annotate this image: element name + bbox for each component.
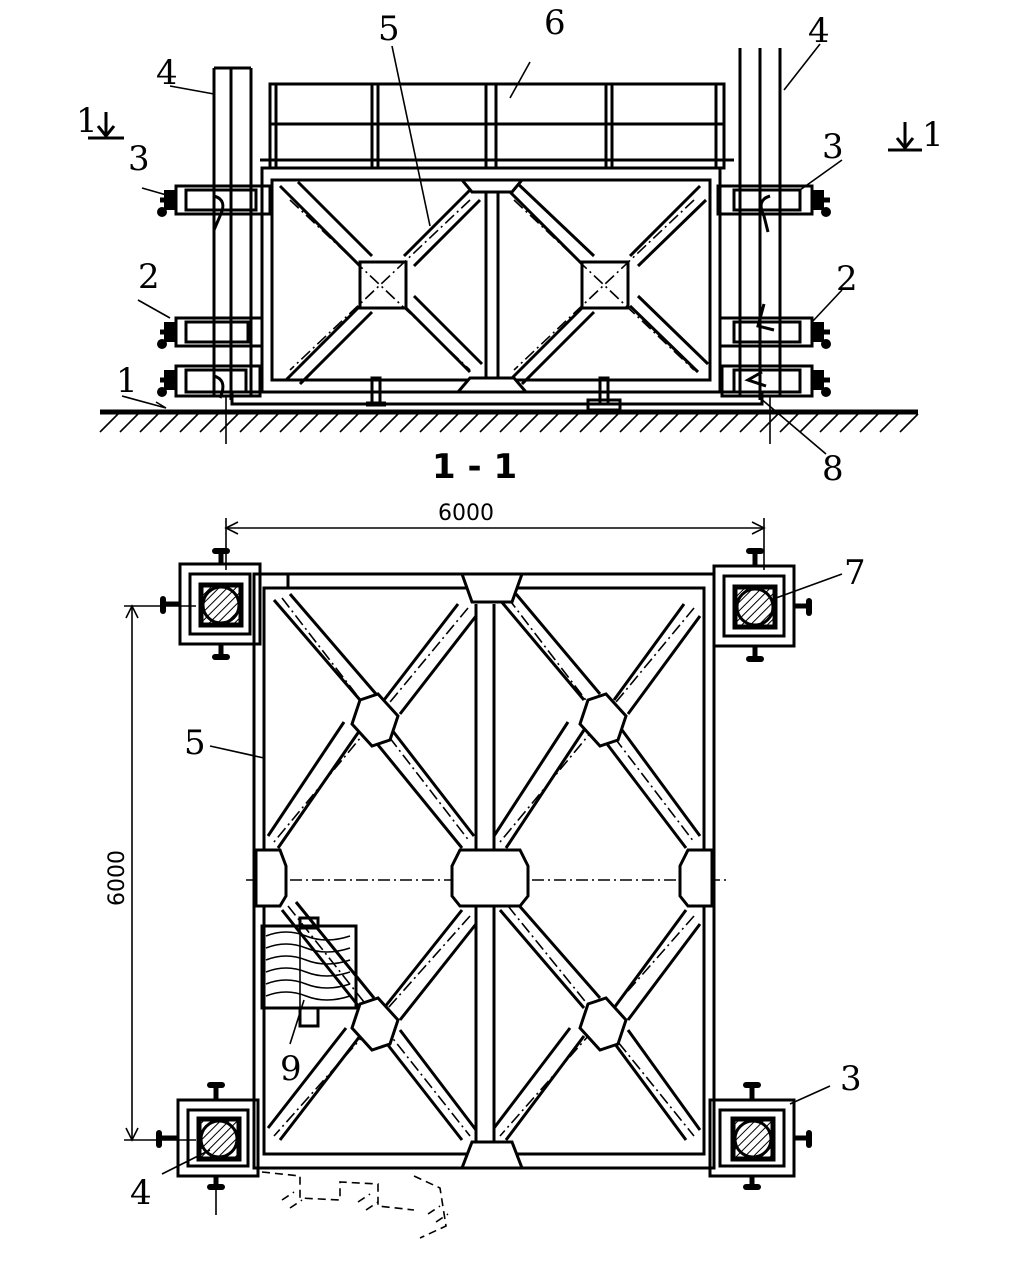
label-plan-column: 4 xyxy=(130,1173,152,1213)
corner-clamp-top-left xyxy=(160,548,262,660)
label-ground: 1 xyxy=(116,361,138,401)
label-column-left: 4 xyxy=(156,53,178,93)
section-mark-left: 1 xyxy=(76,101,124,141)
label-clamp-upper-left: 3 xyxy=(128,139,150,179)
ground-line xyxy=(99,409,919,433)
label-plan-clamp: 3 xyxy=(840,1059,862,1099)
section-number-left: 1 xyxy=(76,101,98,141)
elevation-truss xyxy=(230,166,764,412)
label-column-right: 4 xyxy=(808,11,830,51)
dim-horizontal-value: 6000 xyxy=(438,501,494,526)
corner-clamp-bottom-right xyxy=(708,1082,812,1190)
dim-vertical: 6000 xyxy=(105,604,196,1142)
bolt-right xyxy=(586,376,622,412)
clamp-left-middle xyxy=(157,316,264,349)
timber-stack xyxy=(260,916,358,1028)
label-truss: 5 xyxy=(378,9,400,49)
section-number-right: 1 xyxy=(922,115,944,155)
label-column-7: 7 xyxy=(844,553,866,593)
clamp-right-middle xyxy=(718,303,831,349)
clamp-right-upper xyxy=(716,184,831,233)
platform xyxy=(260,82,734,170)
section-mark-right: 1 xyxy=(888,115,944,155)
label-anchor: 8 xyxy=(822,449,844,489)
plan-leaders xyxy=(161,573,843,1175)
label-clamp-mid-right: 2 xyxy=(836,259,858,299)
plan-view: 6000 6000 xyxy=(105,501,866,1239)
label-timber: 9 xyxy=(280,1049,302,1089)
label-plan-truss: 5 xyxy=(184,723,206,763)
plan-diagonals xyxy=(266,593,702,1141)
clamp-right-lower xyxy=(720,364,831,398)
elevation-leaders xyxy=(121,43,843,455)
bolt-left xyxy=(366,376,386,407)
clamp-left-lower xyxy=(157,364,262,399)
dim-horizontal: 6000 xyxy=(224,501,766,570)
label-clamp-lower: 2 xyxy=(138,257,160,297)
label-clamp-upper-right: 3 xyxy=(822,127,844,167)
label-platform: 6 xyxy=(544,3,566,43)
elevation-view: 1 1 1 2 3 3 2 4 4 5 6 8 1 - 1 xyxy=(76,3,944,489)
clamp-left-upper xyxy=(157,184,272,231)
corner-clamp-top-right xyxy=(712,548,812,662)
plan-nodes xyxy=(254,572,714,1170)
column-right xyxy=(738,48,782,444)
rotated-clamp-outline xyxy=(261,1171,449,1239)
section-title: 1 - 1 xyxy=(432,447,517,487)
dim-vertical-value: 6000 xyxy=(105,850,130,906)
plan-diagonal-centerlines xyxy=(273,597,695,1137)
corner-clamp-bottom-left xyxy=(156,1082,260,1215)
